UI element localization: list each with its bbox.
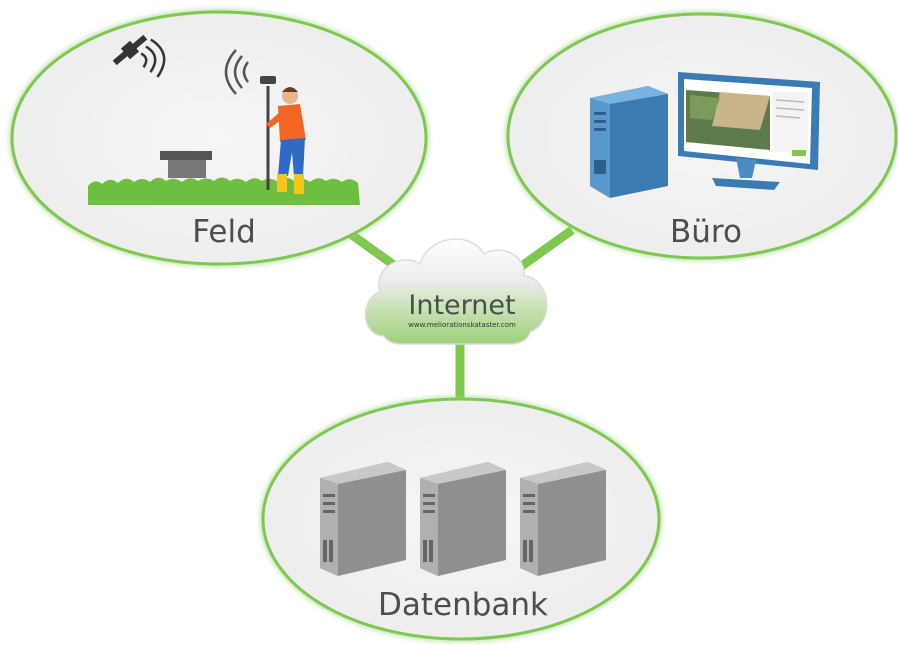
database-label: Datenbank: [378, 587, 548, 623]
gnss-rover-icon: [224, 49, 276, 190]
database-node: Datenbank: [261, 397, 661, 641]
server-icon: [520, 462, 606, 576]
monitor-icon: [678, 72, 820, 190]
pc-tower-icon: [590, 86, 668, 198]
grass-ground: [88, 177, 360, 205]
field-node: Feld: [10, 10, 428, 266]
office-node: Büro: [506, 12, 898, 260]
office-label: Büro: [670, 214, 742, 250]
internet-cloud: Internet www.meliorationskataster.com: [364, 238, 548, 345]
field-label: Feld: [192, 214, 256, 250]
server-icon: [320, 462, 406, 576]
surveyor-icon: [266, 87, 306, 194]
survey-marker-icon: [160, 151, 212, 178]
cloud-title: Internet: [408, 290, 515, 321]
cloud-shape: [364, 238, 548, 345]
satellite-icon: [112, 34, 148, 66]
server-icon: [420, 462, 506, 576]
signal-waves-icon: [140, 38, 166, 78]
cloud-url: www.meliorationskataster.com: [408, 321, 516, 329]
